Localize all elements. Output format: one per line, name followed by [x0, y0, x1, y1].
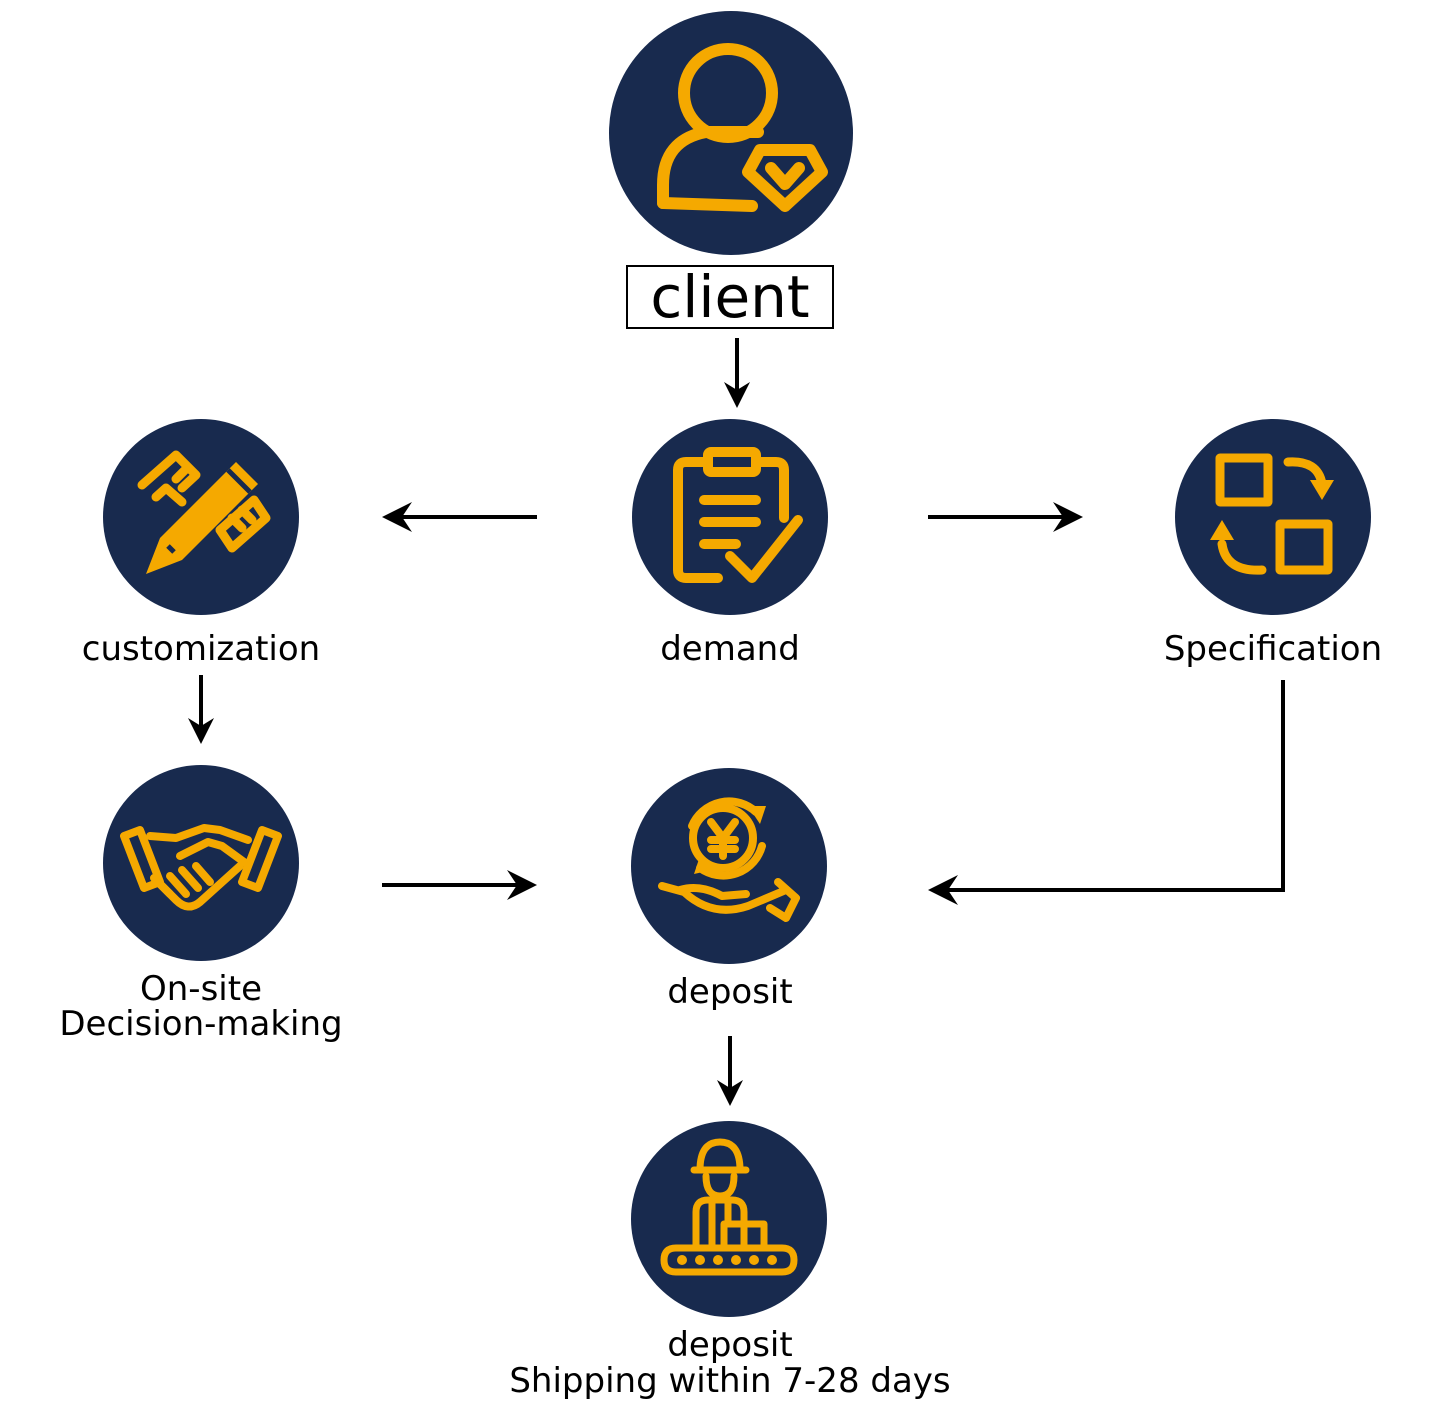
deposit-label: deposit	[667, 972, 793, 1012]
demand-node	[632, 419, 828, 615]
decision-label-line1: On-site	[140, 969, 262, 1009]
handshake-icon	[120, 824, 282, 911]
deposit-node	[631, 768, 827, 964]
decision-label-line2: Decision-making	[59, 1004, 343, 1044]
arrow-deposit-shipping	[717, 1036, 743, 1106]
decision-node	[103, 765, 299, 961]
clipboard-check-icon	[673, 447, 803, 583]
pencil-ruler-icon	[137, 450, 271, 553]
shipping-node	[631, 1121, 827, 1317]
shipping-label-line2: Shipping within 7-28 days	[509, 1361, 951, 1401]
arrow-customization-decision	[188, 675, 214, 744]
arrow-decision-deposit	[382, 870, 537, 900]
arrow-specification-deposit	[928, 680, 1285, 905]
arrow-demand-customization	[382, 502, 537, 532]
customization-node	[103, 419, 299, 615]
specification-node	[1175, 419, 1371, 615]
user-badge-icon	[657, 43, 828, 212]
arrow-demand-specification	[928, 502, 1083, 532]
client-label: client	[626, 265, 834, 329]
demand-label: demand	[660, 629, 800, 669]
shipping-label-line1: deposit	[667, 1325, 793, 1365]
worker-conveyor-icon	[660, 1138, 798, 1276]
arrow-client-demand	[724, 338, 750, 408]
client-node	[609, 11, 853, 255]
specification-label: Specification	[1163, 629, 1383, 669]
customization-label: customization	[81, 629, 321, 669]
